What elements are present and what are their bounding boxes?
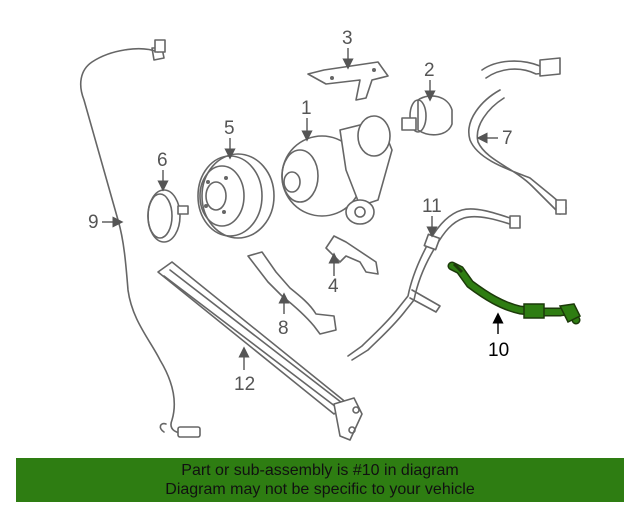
callout-3: 3 (342, 28, 354, 70)
part-11-supply-line[interactable] (347, 208, 521, 361)
callout-5: 5 (224, 118, 236, 160)
parts-diagram: 1 2 3 4 5 6 7 8 (79, 28, 582, 441)
part-4-bracket[interactable] (325, 235, 379, 275)
svg-text:8: 8 (278, 318, 289, 339)
part-2-reservoir[interactable] (401, 95, 453, 136)
svg-text:1: 1 (301, 98, 312, 119)
callout-6: 6 (157, 150, 169, 192)
callout-11: 11 (422, 196, 442, 238)
svg-text:2: 2 (424, 60, 435, 81)
callout-1: 1 (301, 98, 313, 142)
banner-line-1: Part or sub-assembly is #10 in diagram (181, 462, 459, 479)
part-5-pulley[interactable] (197, 153, 275, 239)
part-1-steering-pump[interactable] (281, 115, 393, 225)
part-12-oil-cooler[interactable] (157, 261, 363, 441)
part-6-cover[interactable] (147, 189, 189, 243)
callout-8: 8 (278, 292, 290, 339)
callout-9: 9 (88, 212, 124, 233)
svg-text:9: 9 (88, 212, 99, 233)
part-7-return-hose[interactable] (468, 57, 567, 215)
svg-text:6: 6 (157, 150, 168, 171)
part-3-bracket[interactable] (307, 61, 389, 101)
callout-10: 10 (488, 312, 509, 361)
banner-line-2: Diagram may not be specific to your vehi… (165, 481, 475, 498)
svg-text:3: 3 (342, 28, 353, 49)
part-8-hose[interactable] (247, 251, 337, 335)
part-9-pressure-line[interactable] (79, 39, 201, 438)
svg-text:7: 7 (502, 128, 513, 149)
callout-2: 2 (424, 60, 436, 102)
notice-banner: Part or sub-assembly is #10 in diagram D… (16, 458, 624, 502)
part-10-highlighted-hose[interactable] (447, 261, 582, 325)
svg-text:11: 11 (422, 196, 442, 217)
callout-4: 4 (328, 252, 340, 297)
callout-12: 12 (234, 346, 255, 395)
svg-text:12: 12 (234, 374, 255, 395)
callout-7: 7 (476, 128, 513, 149)
svg-text:10: 10 (488, 340, 509, 361)
svg-text:4: 4 (328, 276, 339, 297)
svg-text:5: 5 (224, 118, 235, 139)
